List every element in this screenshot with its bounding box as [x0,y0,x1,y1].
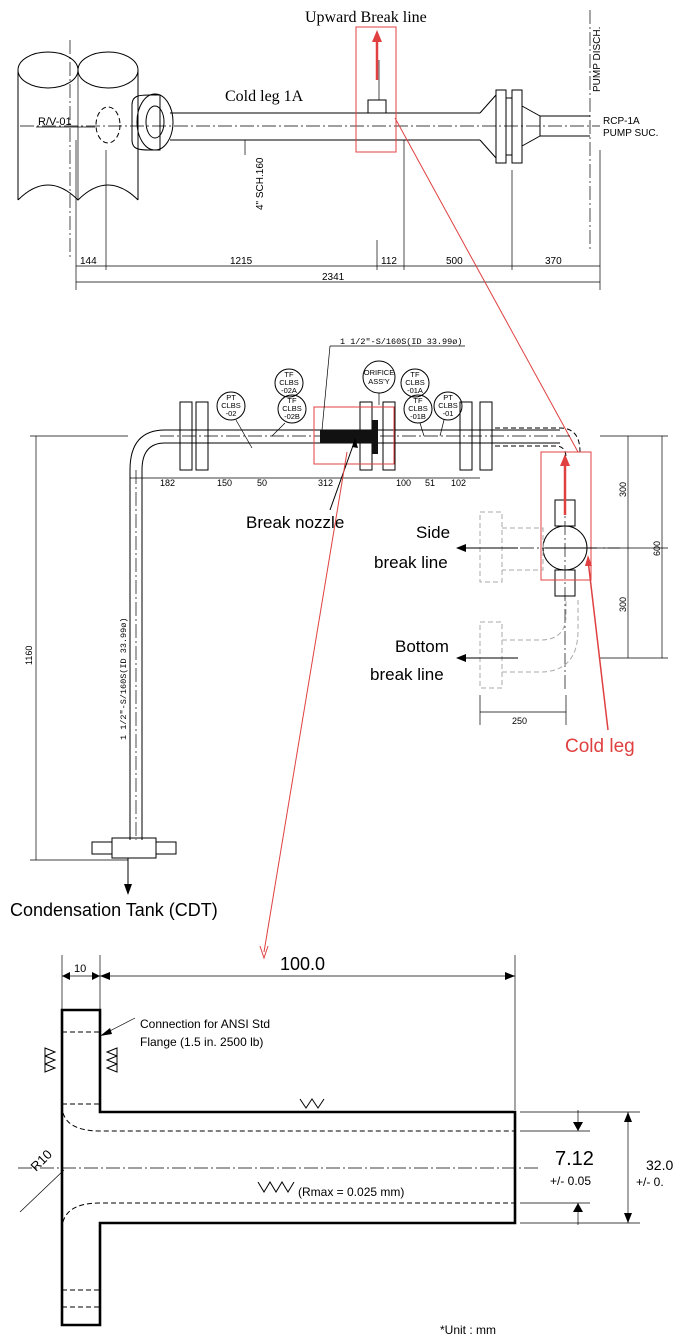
dim-712: 7.12 [555,1148,594,1170]
dim-300-a: 300 [618,482,628,497]
connector-line-1 [394,117,579,453]
svg-text:TF: TF [287,396,297,405]
svg-text:150: 150 [217,478,232,488]
dim-1160: 1160 [24,646,34,665]
dim-2341: 2341 [322,272,345,283]
svg-text:51: 51 [425,478,435,488]
middle-dimensions: 182 150 50 312 100 51 102 1160 [24,435,480,861]
svg-text:-02B: -02B [284,412,300,421]
svg-text:-02: -02 [226,409,237,418]
rv-nozzle [131,93,174,151]
svg-text:CLBS: CLBS [408,404,428,413]
svg-text:CLBS: CLBS [279,378,299,387]
bottom-break-label-1: Bottom [395,637,449,656]
break-nozzle [320,430,372,443]
break-nozzle-label: Break nozzle [246,513,344,532]
svg-text:100: 100 [396,478,411,488]
top-dimensions: 144 1215 112 500 370 2341 [75,140,601,290]
instrument-bubbles: PT CLBS -02 TF CLBS -02A TF CLBS -02B OR… [216,360,463,449]
connection-label-1: Connection for ANSI Std [140,1017,270,1031]
svg-text:102: 102 [451,478,466,488]
tol-32: +/- 0. [636,1175,664,1189]
reactor-vessel [17,40,139,260]
break-line-piping: PT CLBS -02 TF CLBS -02A TF CLBS -02B OR… [10,337,668,920]
dim-370: 370 [545,256,562,267]
upward-break-label: Upward Break line [305,9,427,26]
finish-marks [44,1047,325,1193]
svg-text:CLBS: CLBS [405,378,425,387]
svg-text:CLBS: CLBS [282,404,302,413]
pipe-spec-vertical: 1 1/2"-S/160S(ID 33.99ø) [119,618,129,740]
pump-suc-label: PUMP SUC. [603,128,658,139]
svg-text:-01B: -01B [410,412,426,421]
svg-text:-01: -01 [443,409,454,418]
dim-300-b: 300 [618,597,628,612]
nozzle-outline [60,1008,517,1327]
svg-text:PT: PT [226,393,236,402]
tol-712: +/- 0.05 [550,1174,591,1188]
rcp-label: RCP-1A [603,116,640,127]
r10-label: R10 [28,1147,55,1174]
unit-label: *Unit : mm [440,1323,496,1337]
break-highlight-box [355,26,397,153]
connection-label-2: Flange (1.5 in. 2500 lb) [140,1035,263,1049]
dim-250: 250 [512,716,527,726]
cold-leg-layout: Upward Break line Cold leg 1A R/V-01 4" … [17,9,658,290]
rv-label: R/V-01 [38,116,72,128]
svg-text:182: 182 [160,478,175,488]
svg-text:TF: TF [410,370,420,379]
connector-line-2 [263,451,348,953]
sch-label: 4" SCH.160 [255,157,266,210]
svg-text:CLBS: CLBS [221,401,241,410]
dim-10: 10 [74,963,86,975]
cdt-label: Condensation Tank (CDT) [10,900,218,920]
dim-32: 32.0 [646,1157,673,1173]
dim-112: 112 [381,256,397,267]
pump-disch-label: PUMP DISCH. [592,27,603,92]
nozzle-highlight-box [313,406,395,465]
svg-text:PT: PT [443,393,453,402]
pipe-spec-top: 1 1/2"-S/160S(ID 33.99ø) [340,337,462,347]
cold-leg-highlight [540,451,592,581]
dim-144: 144 [80,256,97,267]
svg-text:CLBS: CLBS [438,401,458,410]
svg-text:ASS'Y: ASS'Y [368,377,389,386]
dim-100: 100.0 [280,954,325,974]
svg-text:50: 50 [257,478,267,488]
dim-500: 500 [446,256,463,267]
cold-leg-1a-label: Cold leg 1A [225,88,304,105]
svg-text:-02A: -02A [281,386,297,395]
dim-1215: 1215 [230,256,253,267]
upward-arrow-head [372,30,382,42]
dim-600: 600 [652,541,662,556]
pipe-flanges [179,401,493,471]
svg-text:-01A: -01A [407,386,423,395]
pump-flange [479,10,591,250]
nozzle-detail: 10 100.0 Connection for ANSI Std Flange … [18,954,673,1337]
bottom-break-label-2: break line [370,665,444,684]
side-break-label-1: Side [416,523,450,542]
svg-text:312: 312 [318,478,333,488]
svg-text:ORIFICE: ORIFICE [364,368,394,377]
side-break-label-2: break line [374,553,448,572]
rmax-label: (Rmax = 0.025 mm) [298,1185,404,1199]
svg-text:TF: TF [284,370,294,379]
svg-text:TF: TF [413,396,423,405]
cold-leg-label: Cold leg [565,736,635,757]
